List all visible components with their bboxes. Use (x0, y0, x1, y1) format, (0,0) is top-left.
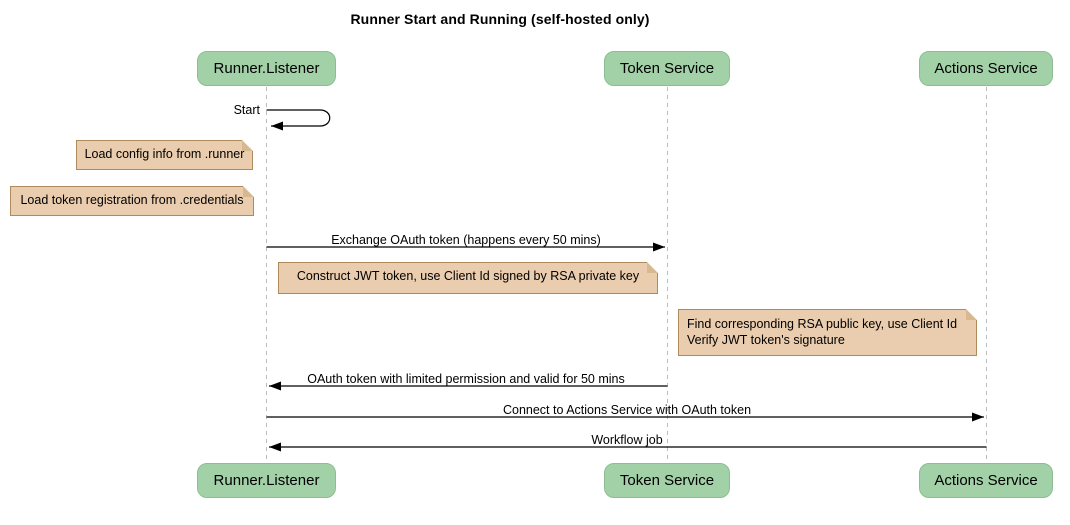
diagram-title: Runner Start and Running (self-hosted on… (350, 11, 650, 27)
message-label-exchange-oauth-token: Exchange OAuth token (happens every 50 m… (331, 233, 601, 247)
note-construct-jwt: Construct JWT token, use Client Id signe… (278, 262, 658, 294)
note-verify-jwt: Find corresponding RSA public key, use C… (678, 309, 977, 356)
actor-actions-service-bottom: Actions Service (919, 463, 1053, 498)
actor-runner-listener-top: Runner.Listener (197, 51, 336, 86)
message-label-start: Start (233, 103, 260, 117)
note-verify-jwt-line-2: Verify JWT token's signature (687, 333, 845, 347)
self-message-arrow-start (266, 109, 331, 131)
note-load-config: Load config info from .runner (76, 140, 253, 170)
actor-runner-listener-bottom: Runner.Listener (197, 463, 336, 498)
note-load-token-registration: Load token registration from .credential… (10, 186, 254, 216)
actor-token-service-top: Token Service (604, 51, 730, 86)
message-label-workflow-job: Workflow job (591, 433, 663, 447)
message-label-oauth-token-return: OAuth token with limited permission and … (307, 372, 625, 386)
note-verify-jwt-line-1: Find corresponding RSA public key, use C… (687, 317, 958, 331)
message-label-connect-actions-service: Connect to Actions Service with OAuth to… (502, 403, 752, 417)
actor-actions-service-top: Actions Service (919, 51, 1053, 86)
actor-token-service-bottom: Token Service (604, 463, 730, 498)
